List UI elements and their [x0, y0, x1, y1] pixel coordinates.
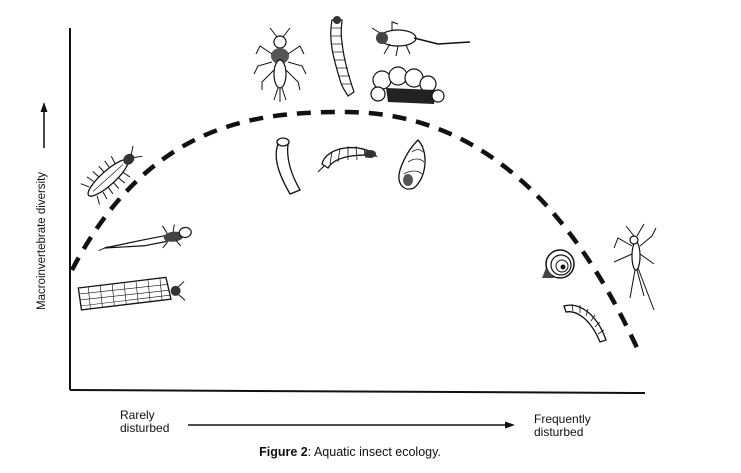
mosquito-icon	[613, 223, 657, 311]
caption-prefix: Figure 2	[259, 445, 308, 459]
pond-snail-icon	[398, 139, 426, 190]
ramshorn-snail-icon	[542, 249, 575, 279]
x-axis-label-left: Rarely disturbed	[120, 409, 169, 435]
oligochaete-worm-icon	[563, 303, 607, 343]
x-right-label-line1: Frequently	[534, 412, 591, 426]
amphipod-icon	[317, 145, 378, 173]
x-axis	[69, 389, 646, 394]
dragonfly-nymph-icon	[98, 224, 192, 252]
figure-caption: Figure 2: Aquatic insect ecology.	[0, 445, 700, 459]
x-left-label-line1: Rarely	[120, 408, 155, 422]
y-arrow	[40, 102, 48, 148]
x-arrow	[188, 421, 515, 429]
bloodworm-icon	[275, 137, 301, 195]
caption-text: : Aquatic insect ecology.	[307, 445, 441, 459]
x-right-label-line2: disturbed	[534, 425, 584, 439]
caddisfly-case-icon	[77, 276, 186, 311]
stonefly-nymph-icon	[80, 145, 143, 205]
mayfly-nymph-icon	[253, 27, 307, 102]
y-axis-label: Macroinvertebrate diversity	[36, 171, 48, 310]
caddisfly-larva-icon	[370, 66, 445, 104]
x-left-label-line2: disturbed	[120, 421, 170, 435]
midge-larva-icon	[330, 16, 355, 97]
x-axis-label-right: Frequently disturbed	[534, 413, 591, 439]
diversity-curve	[70, 109, 641, 351]
caddisfly-adult-icon	[371, 21, 471, 57]
